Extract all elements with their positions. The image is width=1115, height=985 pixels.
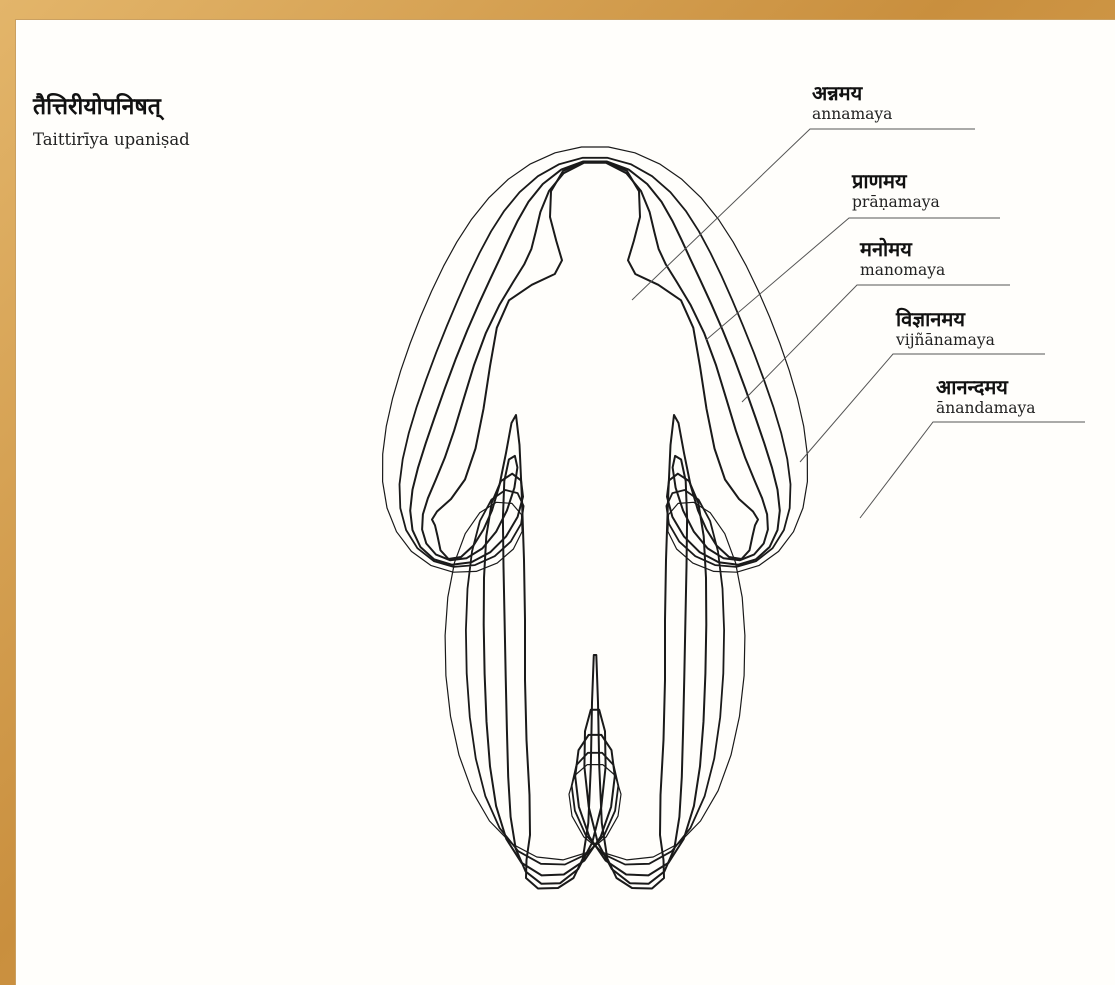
layer-devanagari: विज्ञानमय: [896, 308, 995, 331]
layer-devanagari: प्राणमय: [852, 170, 940, 193]
layer-transliteration: manomaya: [860, 261, 945, 280]
kosha-outline-vijñānamaya: [400, 158, 791, 865]
layer-label-manomaya: मनोमय manomaya: [860, 238, 945, 280]
layer-transliteration: prāṇamaya: [852, 193, 940, 212]
kosha-outline-prāṇamaya: [422, 163, 768, 884]
layer-transliteration: annamaya: [812, 105, 892, 124]
layer-transliteration: vijñānamaya: [896, 331, 995, 350]
layer-label-anandamaya: आनन्दमय ānandamaya: [936, 376, 1036, 418]
layer-devanagari: मनोमय: [860, 238, 945, 261]
layer-transliteration: ānandamaya: [936, 399, 1036, 418]
layer-devanagari: अन्नमय: [812, 82, 892, 105]
leader-line-ānandamaya: [860, 422, 1085, 518]
layer-devanagari: आनन्दमय: [936, 376, 1036, 399]
layer-label-pranamaya: प्राणमय prāṇamaya: [852, 170, 940, 212]
layer-label-annamaya: अन्नमय annamaya: [812, 82, 892, 124]
layer-label-vijnanamaya: विज्ञानमय vijñānamaya: [896, 308, 995, 350]
kosha-outline-manomaya: [410, 162, 780, 876]
